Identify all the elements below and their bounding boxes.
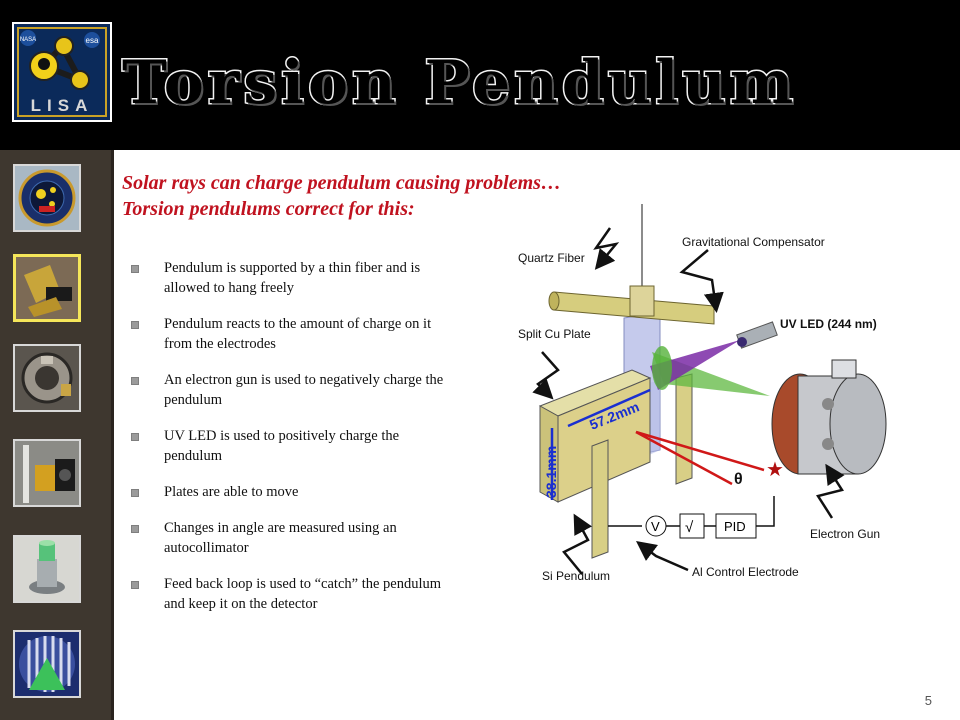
split-cu-plate-label: Split Cu Plate xyxy=(518,327,591,341)
uv-led-label: UV LED (244 nm) xyxy=(780,317,877,331)
thumbnail-detector-grid-graphic[interactable] xyxy=(13,630,81,698)
bullet-marker xyxy=(131,377,139,385)
voltage-label: V xyxy=(651,519,660,534)
page-number: 5 xyxy=(924,693,932,708)
al-control-arrow xyxy=(636,541,689,572)
title-bar: NASA esa LISA Torsion Pendulum xyxy=(0,0,960,150)
bullet-text: Plates are able to move xyxy=(164,484,299,500)
bullet-marker xyxy=(131,433,139,441)
torsion-pendulum-diagram: 57.2mm 38.1mm ★ θ V xyxy=(512,200,932,592)
logo-graphic: NASA esa xyxy=(20,30,100,90)
si-pendulum-label: Si Pendulum xyxy=(542,569,610,583)
laser-beam-incident xyxy=(635,430,765,472)
nasa-label: NASA xyxy=(20,37,36,43)
bullet-marker xyxy=(131,489,139,497)
bullet-text: UV LED is used to positively charge the … xyxy=(164,428,400,464)
subtitle-line-2: Torsion pendulums correct for this: xyxy=(122,198,415,220)
slide-thumbnail-sidebar xyxy=(0,150,114,720)
split-cu-plate xyxy=(557,377,651,503)
electron-gun-arrow xyxy=(816,463,845,519)
bullet-list: Pendulum is supported by a thin fiber an… xyxy=(130,258,460,630)
gravitational-compensator-label: Gravitational Compensator xyxy=(682,235,825,249)
thumbnail-lisa-mission-patch[interactable] xyxy=(13,164,81,232)
page-title: Torsion Pendulum xyxy=(120,47,798,120)
fiber-clamp xyxy=(629,285,655,317)
pid-label: PID xyxy=(724,519,746,534)
compensator-arrow xyxy=(679,249,724,313)
bullet-text: Pendulum is supported by a thin fiber an… xyxy=(164,260,421,296)
thumbnail-vacuum-chamber-photo[interactable] xyxy=(13,344,81,412)
laser-star: ★ xyxy=(766,459,784,481)
esa-label: esa xyxy=(86,36,99,45)
bullet-text: Pendulum reacts to the amount of charge … xyxy=(164,316,432,352)
quartz-fiber-label: Quartz Fiber xyxy=(518,251,585,265)
bullet-item: UV LED is used to positively charge the … xyxy=(130,426,460,466)
slide-subtitle: Solar rays can charge pendulum causing p… xyxy=(122,170,742,222)
bullet-item: Feed back loop is used to “catch” the pe… xyxy=(130,574,460,614)
logo-frame xyxy=(17,27,107,117)
theta-label: θ xyxy=(734,471,743,488)
bullet-item: Plates are able to move xyxy=(130,482,460,502)
bullet-item: Pendulum is supported by a thin fiber an… xyxy=(130,258,460,298)
split-cu-arrow xyxy=(532,351,560,400)
bullet-item: Pendulum reacts to the amount of charge … xyxy=(130,314,460,354)
sqrt-label: √ xyxy=(685,519,694,536)
electron-gun-label: Electron Gun xyxy=(810,527,880,541)
feedback-loop: V √ PID xyxy=(608,496,775,539)
quartz-fiber-arrow xyxy=(593,227,620,270)
bullet-marker xyxy=(131,581,139,589)
bullet-marker xyxy=(131,321,139,329)
bullet-marker xyxy=(131,265,139,273)
logo-text: LISA xyxy=(30,96,94,115)
bullet-item: An electron gun is used to negatively ch… xyxy=(130,370,460,410)
lisa-logo: NASA esa LISA xyxy=(12,22,112,122)
bullet-text: An electron gun is used to negatively ch… xyxy=(164,372,444,408)
bullet-item: Changes in angle are measured using an a… xyxy=(130,518,460,558)
bullet-text: Changes in angle are measured using an a… xyxy=(164,520,397,556)
width-dimension-line xyxy=(567,388,651,428)
uv-beam xyxy=(650,340,740,390)
bullet-marker xyxy=(131,525,139,533)
si-pendulum-arrow xyxy=(562,513,592,575)
bullet-text: Feed back loop is used to “catch” the pe… xyxy=(164,576,442,612)
al-control-electrode xyxy=(591,439,609,559)
thumbnail-uv-led-model[interactable] xyxy=(13,535,81,603)
electron-gun-device xyxy=(771,359,887,475)
thumbnail-gold-pendulum-photo[interactable] xyxy=(13,254,81,322)
laser-beam-reflected xyxy=(635,430,733,486)
thumbnail-apparatus-photo[interactable] xyxy=(13,439,81,507)
al-control-electrode-label: Al Control Electrode xyxy=(692,565,799,579)
subtitle-line-1: Solar rays can charge pendulum causing p… xyxy=(122,172,561,194)
dimension-height-label: 38.1mm xyxy=(543,446,559,498)
uv-led-device xyxy=(736,321,778,349)
